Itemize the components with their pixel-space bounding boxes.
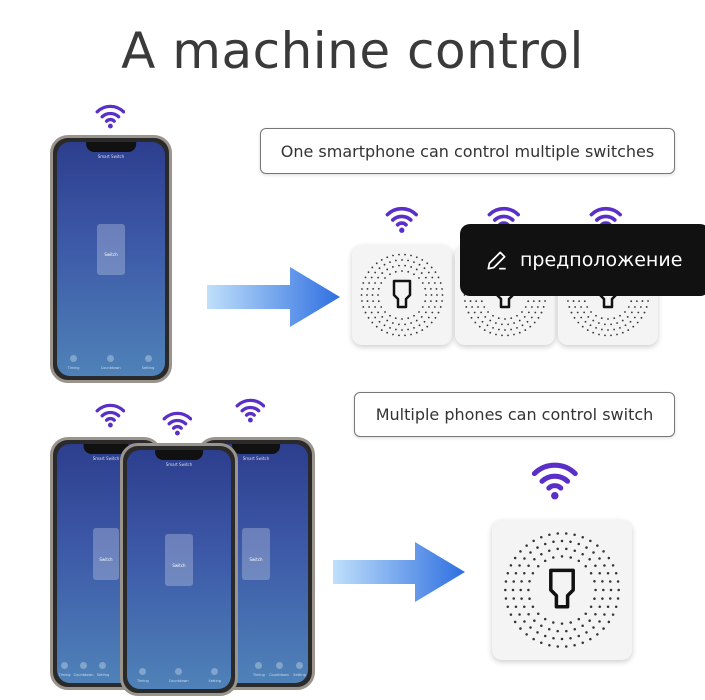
tab-label: Countdown: [73, 673, 94, 677]
tab-item[interactable]: Timing: [253, 662, 265, 677]
switch-card[interactable]: Switch: [93, 527, 119, 581]
tab-label: Timing: [58, 673, 71, 677]
tab-label: Setting: [208, 679, 222, 683]
screen-title: Smart Switch: [242, 456, 270, 461]
tab-label: Timing: [252, 673, 265, 677]
suggestion-text: предположение: [520, 249, 683, 271]
arrow-right-icon: [207, 267, 340, 327]
wifi-icon: [385, 206, 419, 233]
switch-button-icon: [360, 253, 444, 337]
tab-label: Setting: [96, 673, 110, 677]
suggestion-tooltip[interactable]: предположение: [460, 224, 705, 296]
tab-label: Countdown: [168, 679, 189, 683]
switch-card[interactable]: Switch: [165, 533, 193, 587]
pencil-icon: [487, 251, 506, 270]
tab-item[interactable]: Setting: [141, 355, 155, 370]
wifi-icon: [532, 462, 578, 500]
label-multi-phone: Multiple phones can control switch: [354, 392, 675, 437]
wifi-icon: [235, 398, 265, 423]
screen-title: Smart Switch: [97, 154, 125, 159]
tab-item[interactable]: Setting: [208, 668, 221, 683]
tab-label: Setting: [293, 673, 306, 677]
smart-switch: [492, 520, 632, 660]
switch-card-label: Switch: [172, 562, 186, 568]
tab-item[interactable]: Countdown: [74, 662, 94, 677]
tab-item[interactable]: Countdown: [169, 668, 189, 683]
tab-label: Countdown: [100, 366, 121, 370]
label-one-phone: One smartphone can control multiple swit…: [260, 128, 675, 174]
screen-title: Smart Switch: [92, 456, 120, 461]
switch-card[interactable]: Switch: [242, 527, 270, 581]
tab-label: Setting: [141, 366, 155, 370]
tab-item[interactable]: Timing: [137, 668, 149, 683]
tab-item[interactable]: Countdown: [101, 355, 121, 370]
tab-item[interactable]: Timing: [58, 662, 71, 677]
tab-item[interactable]: Setting: [293, 662, 306, 677]
screen-title: Smart Switch: [165, 462, 193, 467]
switch-button-icon: [504, 532, 620, 648]
tab-label: Timing: [136, 679, 149, 683]
tab-label: Timing: [67, 366, 80, 370]
wifi-icon: [95, 403, 125, 428]
page-title: A machine control: [121, 22, 584, 80]
smart-switch: [352, 245, 452, 345]
switch-card-label: Switch: [249, 556, 263, 562]
wifi-icon: [162, 411, 192, 436]
tab-item[interactable]: Countdown: [269, 662, 289, 677]
switch-card-label: Switch: [104, 252, 118, 258]
switch-card-label: Switch: [99, 556, 113, 562]
tab-item[interactable]: Timing: [67, 355, 80, 370]
arrow-right-icon: [333, 542, 465, 602]
tab-label: Countdown: [269, 673, 289, 677]
wifi-icon: [95, 104, 125, 129]
tab-item[interactable]: Setting: [96, 662, 110, 677]
switch-card[interactable]: Switch: [96, 223, 126, 276]
